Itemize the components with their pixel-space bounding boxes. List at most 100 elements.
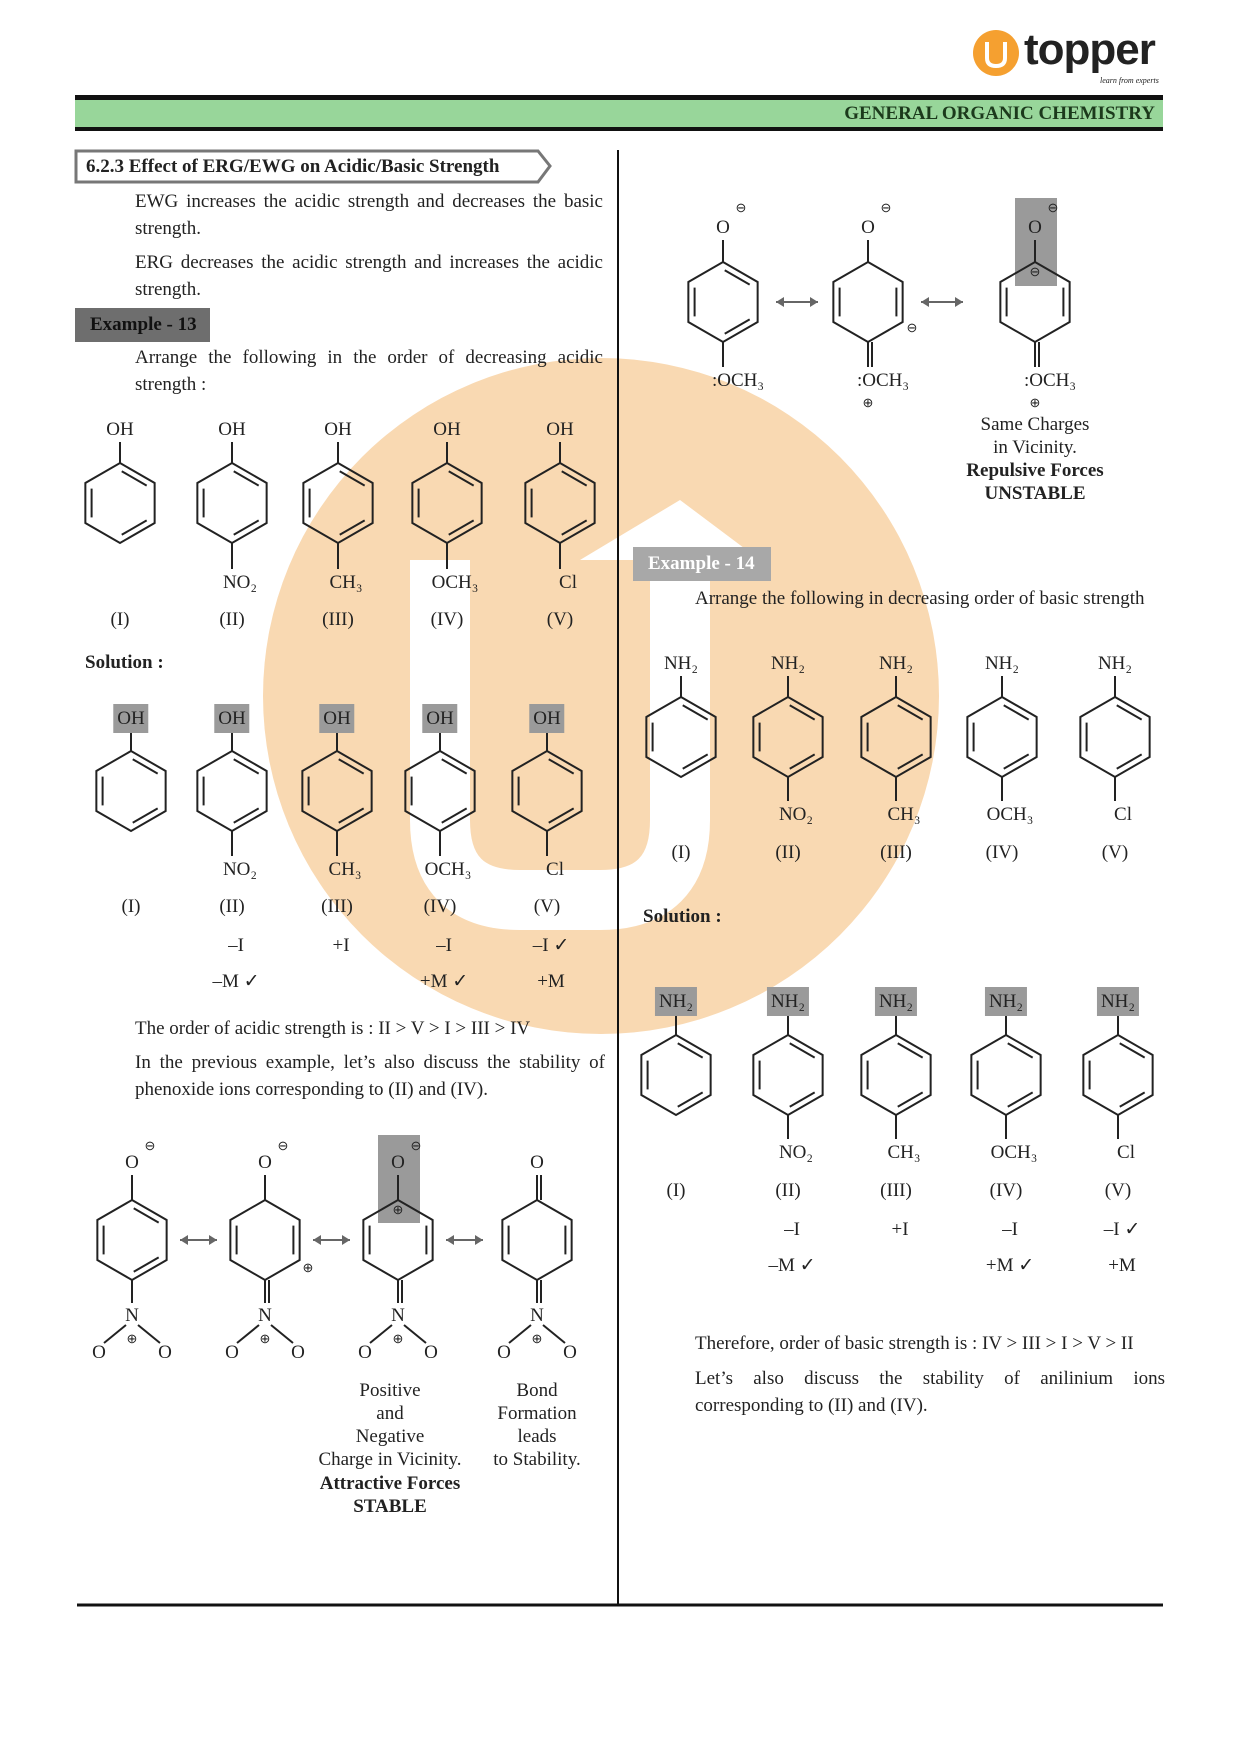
oxygen-label: O — [92, 1342, 106, 1363]
ring-double-bond — [1007, 1091, 1034, 1108]
ring-double-bond — [132, 807, 159, 824]
ring-double-bond — [548, 758, 575, 775]
positive-charge-icon: ⊕ — [126, 1331, 138, 1346]
substituent-label: CH₃ — [328, 859, 362, 880]
compound-number: (IV) — [430, 609, 464, 630]
functional-group-label: NH₂ — [770, 653, 806, 674]
ring-double-bond — [339, 470, 366, 487]
positive-charge-icon: ⊕ — [392, 1202, 404, 1217]
ring-double-bond — [682, 753, 709, 770]
ring-double-bond — [233, 519, 260, 536]
compound-number: (III) — [321, 896, 353, 917]
substituent-label: NO₂ — [222, 572, 258, 593]
functional-group-label: NH₂ — [878, 653, 914, 674]
ring-double-bond — [789, 1042, 816, 1059]
effect-mesomeric: +M ✓ — [985, 1255, 1035, 1276]
n-o-bond — [508, 1324, 532, 1344]
ring-double-bond — [789, 753, 816, 770]
example13-label: Example - 13 — [90, 314, 197, 335]
resonance-arrowhead-icon — [180, 1235, 217, 1245]
compound-number: (II) — [219, 896, 245, 917]
oxygen-label: O — [391, 1152, 405, 1173]
compound-number: (III) — [322, 609, 354, 630]
caption-line: to Stability. — [493, 1449, 581, 1470]
oxygen-label: O — [158, 1342, 172, 1363]
oxygen-label: O — [497, 1342, 511, 1363]
functional-group-label: OH — [324, 419, 352, 440]
ring-double-bond — [677, 1042, 704, 1059]
oxygen-label: O — [1028, 217, 1042, 238]
example13-solution-label: Solution : — [85, 652, 164, 673]
caption-line: Same Charges — [980, 414, 1090, 435]
oxygen-label: O — [225, 1342, 239, 1363]
ring-double-bond — [338, 758, 365, 775]
ring-double-bond — [561, 519, 588, 536]
ring-double-bond — [682, 704, 709, 721]
functional-group-label: OH — [218, 419, 246, 440]
effect-mesomeric: –M ✓ — [768, 1255, 816, 1276]
compound-number: (V) — [546, 609, 574, 630]
positive-charge-icon: ⊕ — [1029, 395, 1041, 410]
ring-double-bond — [561, 470, 588, 487]
caption-line: Formation — [497, 1403, 577, 1424]
brand-logo-text: topper — [1024, 25, 1156, 74]
negative-charge-icon: ⊖ — [144, 1138, 156, 1153]
caption-bold-line: STABLE — [353, 1496, 427, 1517]
logo-mark-letter-icon — [985, 42, 1007, 69]
paragraph-ewg: EWG increases the acidic strength and de… — [135, 191, 603, 239]
chapter-title: GENERAL ORGANIC CHEMISTRY — [844, 103, 1155, 124]
oxygen-label: O — [125, 1152, 139, 1173]
resonance-arrowhead-icon — [446, 1235, 483, 1245]
ring-double-bond — [448, 470, 475, 487]
ring-double-bond — [121, 470, 148, 487]
nitrogen-label: N — [125, 1305, 139, 1326]
example13-discussion: In the previous example, let’s also disc… — [135, 1052, 605, 1100]
positive-charge-icon: ⊕ — [259, 1331, 271, 1346]
n-o-bond — [542, 1324, 566, 1344]
n-o-bond — [236, 1324, 260, 1344]
compound-number: (I) — [110, 609, 130, 630]
ring-double-bond — [133, 1256, 160, 1273]
header-band — [75, 100, 1163, 127]
ring-double-bond — [448, 519, 475, 536]
effect-mesomeric: –M ✓ — [212, 971, 260, 992]
oxygen-label: O — [716, 217, 730, 238]
positive-charge-icon: ⊕ — [392, 1331, 404, 1346]
logo-mark-icon — [973, 30, 1019, 76]
ring-double-bond — [339, 519, 366, 536]
ring-double-bond — [441, 807, 468, 824]
compound-number: (V) — [1104, 1180, 1132, 1201]
functional-group-label: OH — [546, 419, 574, 440]
paragraph-erg: ERG decreases the acidic strength and in… — [135, 252, 603, 300]
substituent-label: NO₂ — [222, 859, 258, 880]
oxygen-label: O — [358, 1342, 372, 1363]
example14-discussion: Let’s also discuss the stability of anil… — [695, 1368, 1165, 1416]
n-o-bond — [369, 1324, 393, 1344]
n-o-bond — [137, 1324, 161, 1344]
ring-double-bond — [1119, 1091, 1146, 1108]
caption-line: in Vicinity. — [993, 437, 1077, 458]
example14-question: Arrange the following in decreasing orde… — [695, 588, 1145, 609]
ring-double-bond — [441, 758, 468, 775]
effect-inductive: –I — [228, 935, 244, 956]
ring-double-bond — [789, 1091, 816, 1108]
ring-double-bond — [338, 807, 365, 824]
oxygen-label: O — [563, 1342, 577, 1363]
effect-inductive: +I — [891, 1219, 909, 1240]
functional-group-label: OH — [529, 704, 565, 733]
functional-group-label: NH₂ — [766, 987, 810, 1016]
ring-double-bond — [897, 1042, 924, 1059]
ring-double-bond — [724, 318, 751, 335]
ring-double-bond — [897, 704, 924, 721]
compound-number: (I) — [121, 896, 141, 917]
compound-number: (II) — [775, 842, 801, 863]
header-top-rule — [75, 95, 1163, 100]
effect-inductive: –I — [1002, 1219, 1018, 1240]
compound-number: (I) — [666, 1180, 686, 1201]
ring-double-bond — [897, 753, 924, 770]
example14-label: Example - 14 — [648, 553, 755, 574]
ring-double-bond — [897, 1091, 924, 1108]
ring-double-bond — [121, 519, 148, 536]
ring-double-bond — [548, 807, 575, 824]
positive-charge-icon: ⊕ — [531, 1331, 543, 1346]
